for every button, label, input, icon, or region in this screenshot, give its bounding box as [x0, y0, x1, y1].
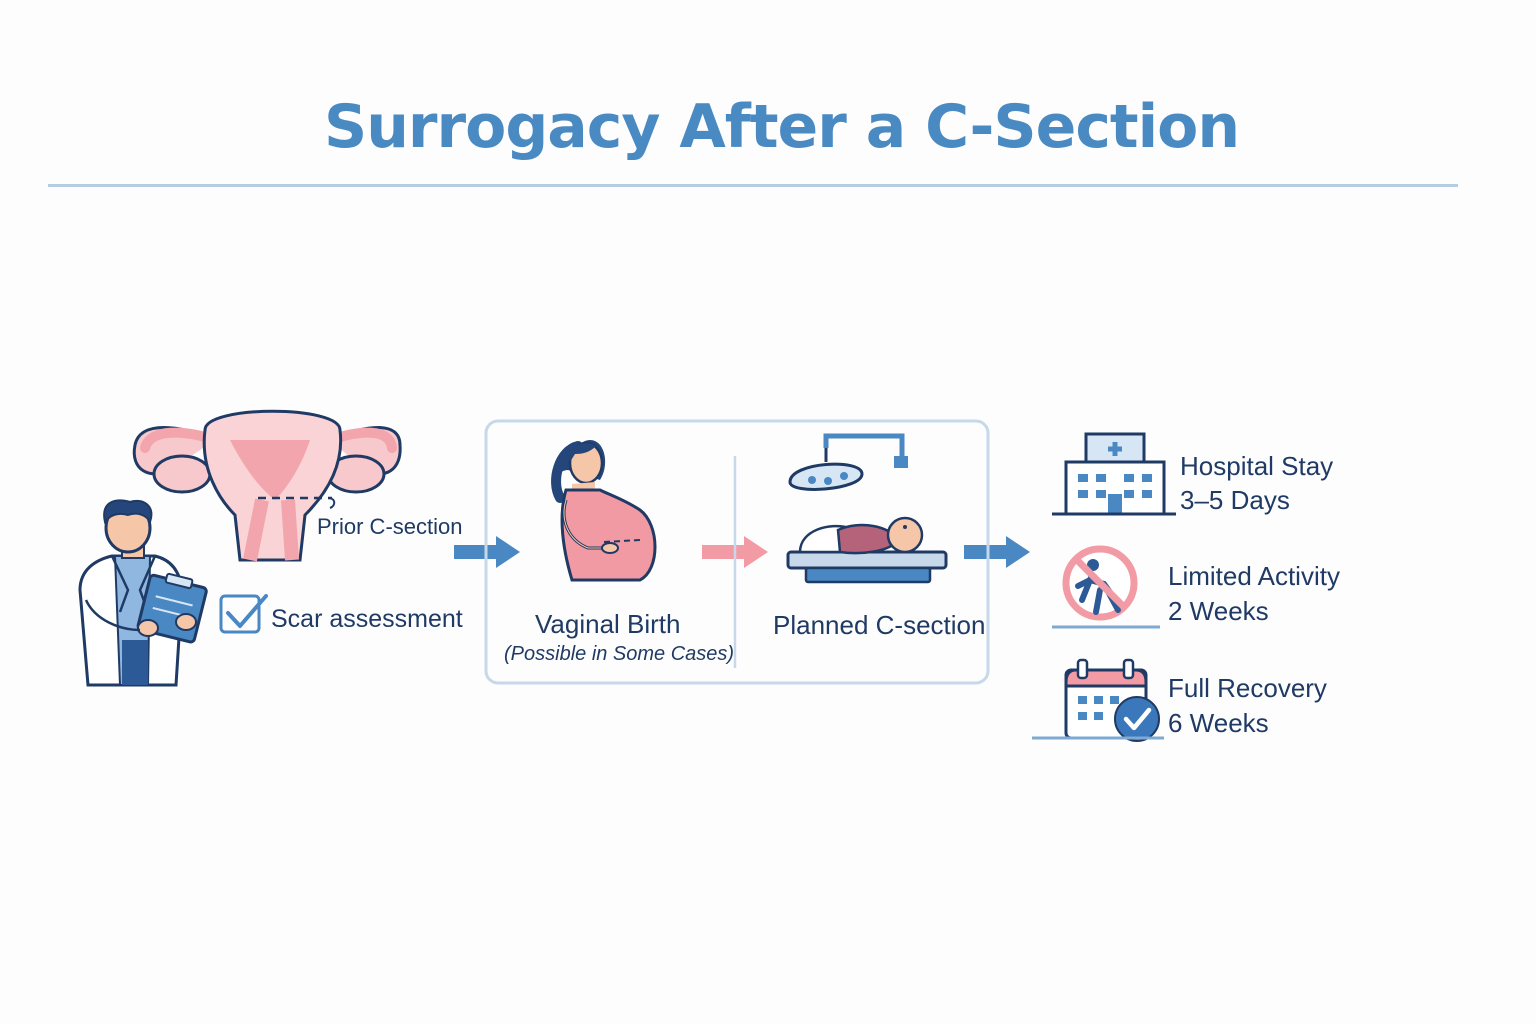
no-activity-icon — [1052, 545, 1160, 629]
calendar-check-icon — [1032, 658, 1164, 742]
doctor-icon — [78, 499, 208, 687]
title-divider — [48, 184, 1458, 187]
full-recovery-label: Full Recovery — [1168, 673, 1327, 703]
vaginal-birth-note: (Possible in Some Cases) — [504, 643, 735, 665]
prior-csection-label: Prior C-section — [317, 514, 463, 539]
checkbox-checked-icon — [219, 594, 268, 634]
pregnant-woman-icon — [551, 440, 657, 582]
arrow-right-icon — [964, 536, 1030, 568]
full-recovery-value: 6 Weeks — [1168, 708, 1269, 738]
surgical-lamp-icon — [788, 433, 908, 491]
newborn-on-table-icon — [786, 516, 948, 584]
page-title: Surrogacy After a C-Section — [324, 92, 1240, 162]
limited-activity-value: 2 Weeks — [1168, 596, 1269, 626]
delivery-options-box — [484, 419, 990, 685]
hospital-stay-label: Hospital Stay — [1180, 451, 1334, 481]
uterus-icon — [132, 409, 402, 562]
vaginal-birth-label: Vaginal Birth — [535, 609, 681, 639]
hospital-stay-value: 3–5 Days — [1180, 485, 1290, 515]
limited-activity-label: Limited Activity — [1168, 561, 1340, 591]
scar-assessment-label: Scar assessment — [271, 605, 463, 633]
planned-csection-label: Planned C-section — [773, 610, 986, 640]
hospital-icon — [1052, 432, 1176, 516]
